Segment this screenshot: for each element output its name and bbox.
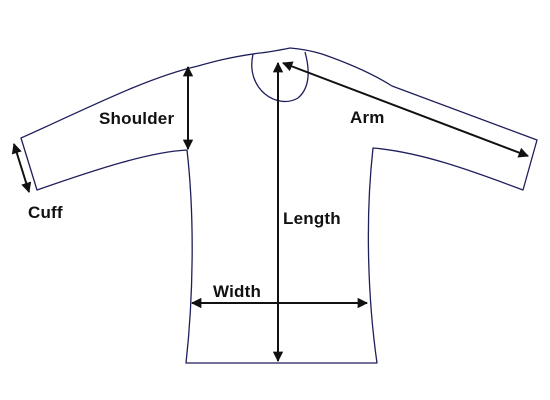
neckline [251,51,309,103]
cuff-arrow [11,143,32,193]
arm-label: Arm [350,108,385,127]
cuff-label: Cuff [28,203,63,222]
width-label: Width [213,282,261,301]
shoulder-label: Shoulder [99,109,174,128]
arm-arrow [282,61,529,158]
length-label: Length [283,209,341,228]
